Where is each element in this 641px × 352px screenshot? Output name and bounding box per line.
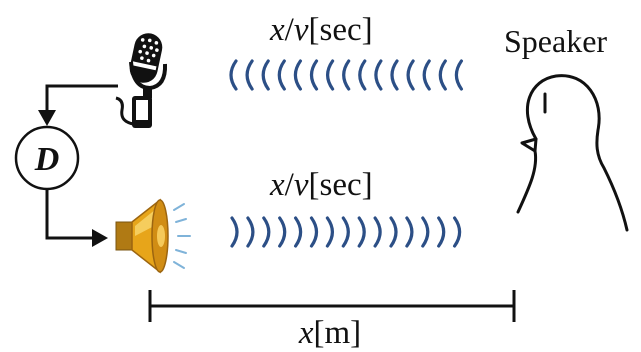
incoming-wave-arc (390, 59, 399, 91)
outgoing-wave-arc (421, 216, 430, 248)
outgoing-wave-arc (262, 216, 271, 248)
distance-marker (148, 290, 516, 322)
outgoing-wave-arc (294, 216, 303, 248)
outgoing-wave-arc (246, 216, 255, 248)
outgoing-sound-wave (230, 216, 462, 248)
incoming-wave-arc (342, 59, 351, 91)
mic-to-delay-arrowhead (38, 110, 56, 126)
outgoing-wave-arc (405, 216, 414, 248)
outgoing-wave-arc (437, 216, 446, 248)
outgoing-wave-arc (309, 216, 319, 248)
incoming-wave-arc (422, 59, 431, 91)
bottom-delay-unit: [sec] (308, 167, 372, 203)
distance-var: x (298, 315, 314, 351)
loudspeaker-icon (115, 198, 191, 274)
incoming-wave-arc (358, 59, 367, 91)
microphone-icon (115, 33, 168, 128)
top-delay-slash: / (285, 12, 295, 48)
top-delay-var-v: v (294, 12, 309, 48)
incoming-wave-arc (277, 59, 286, 91)
outgoing-wave-arc (278, 216, 287, 248)
incoming-wave-arc (374, 59, 383, 91)
incoming-wave-arc (261, 59, 270, 91)
top-delay-label: x/v[sec] (269, 12, 373, 48)
incoming-wave-arc (229, 59, 238, 91)
top-delay-unit: [sec] (308, 12, 372, 48)
incoming-wave-arc (245, 59, 254, 91)
incoming-wave-arc (438, 59, 447, 91)
incoming-sound-wave (229, 59, 463, 91)
outgoing-wave-arc (230, 216, 239, 248)
bottom-delay-var-x: x (269, 167, 285, 203)
outgoing-wave-arc (373, 216, 382, 248)
outgoing-wave-arc (389, 216, 398, 248)
incoming-wave-arc (293, 59, 302, 91)
person-speaker-icon (516, 74, 629, 232)
bottom-delay-var-v: v (294, 167, 309, 203)
incoming-wave-arc (326, 59, 335, 91)
speaker-label: Speaker (504, 23, 607, 59)
outgoing-wave-arc (453, 216, 462, 248)
bottom-delay-slash: / (285, 167, 295, 203)
distance-label: x[m] (298, 315, 361, 351)
outgoing-wave-arc (357, 216, 366, 248)
incoming-wave-arc (309, 59, 319, 91)
top-delay-var-x: x (269, 12, 285, 48)
delay-to-speaker-arrowhead (92, 229, 108, 247)
incoming-wave-arc (406, 59, 415, 91)
bottom-delay-label: x/v[sec] (269, 167, 373, 203)
distance-unit: [m] (314, 315, 362, 351)
outgoing-wave-arc (341, 216, 350, 248)
outgoing-wave-arc (325, 216, 334, 248)
delay-block-label: D (34, 141, 60, 178)
mic-to-delay-line (45, 84, 118, 112)
delay-to-speaker-line (45, 189, 92, 240)
incoming-wave-arc (454, 59, 463, 91)
